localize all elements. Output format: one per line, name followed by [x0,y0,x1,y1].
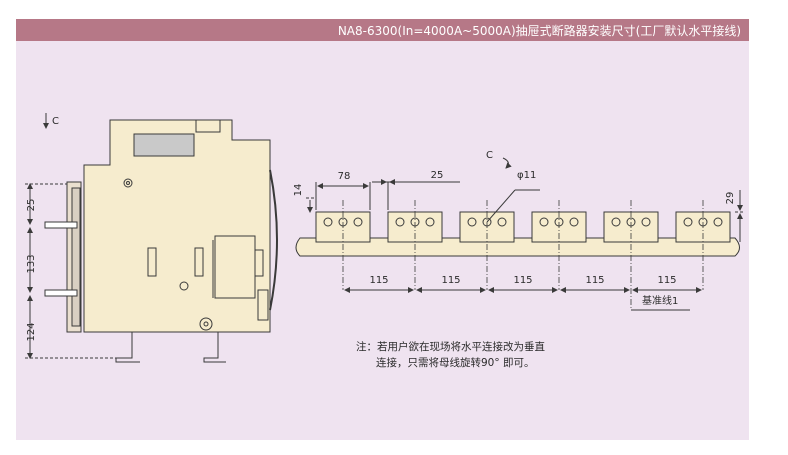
pitch-label-2: 115 [441,275,460,286]
dim-14-label: 14 [293,184,304,197]
dim-124-label: 124 [26,322,37,341]
rotate-c-label: C [486,150,493,161]
dim-78-label: 78 [338,171,351,182]
note-line-1: 注：若用户欲在现场将水平连接改为垂直 [356,341,545,353]
note-line-2: 连接，只需将母线旋转90° 即可。 [376,357,535,369]
pitch-label-1: 115 [369,275,388,286]
dim-133-label: 133 [26,254,37,273]
dim-25-label: 25 [26,199,37,212]
title-bar: NA8-6300(In=4000A~5000A)抽屉式断路器安装尺寸(工厂默认水… [16,19,749,41]
side-view [25,113,278,363]
baseline-label: 基准线1 [642,294,678,307]
pitch-label-3: 115 [513,275,532,286]
terminal-view [295,157,744,311]
section-c-label: C [52,116,59,127]
dim-29-label: 29 [725,192,736,205]
pitch-label-4: 115 [585,275,604,286]
dim-25-top-label: 25 [431,170,444,181]
hole-diameter-label: φ11 [517,170,536,181]
installation-note: 注：若用户欲在现场将水平连接改为垂直 连接，只需将母线旋转90° 即可。 [356,339,545,371]
pitch-label-5: 115 [657,275,676,286]
page-title: NA8-6300(In=4000A~5000A)抽屉式断路器安装尺寸(工厂默认水… [337,24,741,38]
